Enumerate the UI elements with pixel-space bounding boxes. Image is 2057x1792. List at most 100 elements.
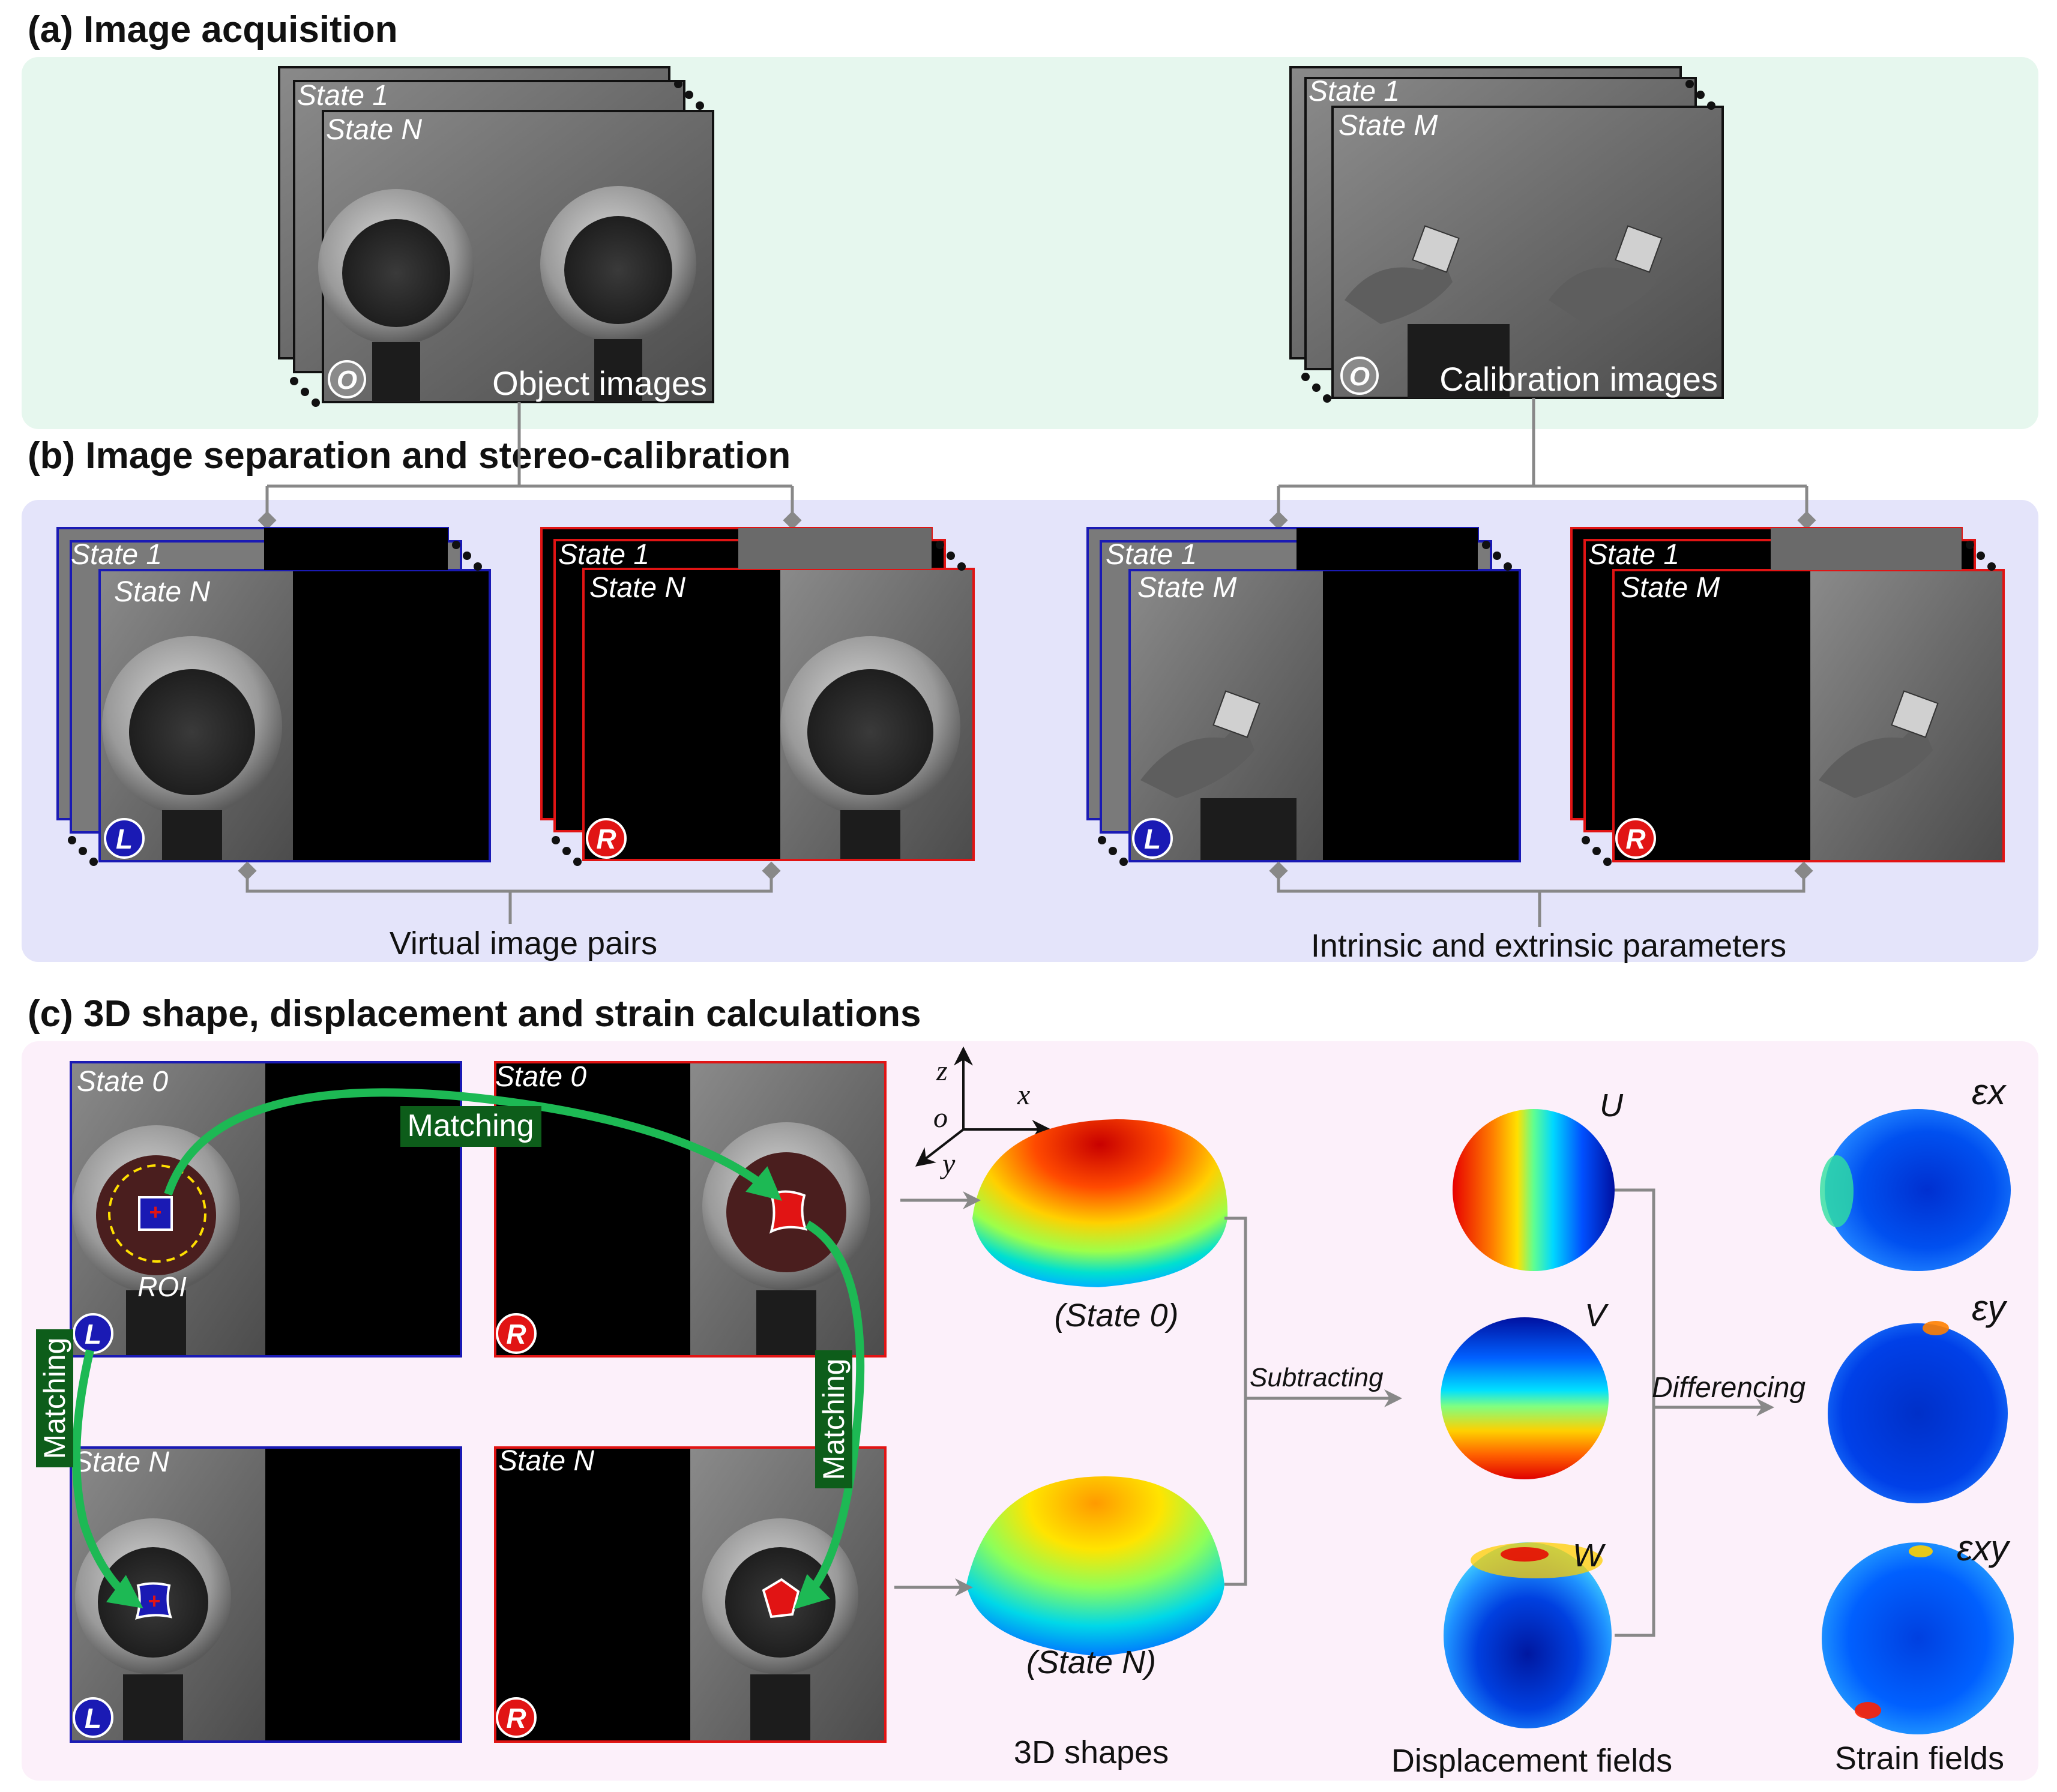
o-badge-letter: O — [1349, 362, 1370, 391]
state-n-label: State N — [73, 1446, 169, 1478]
strain-field-exy — [1822, 1542, 2014, 1734]
o-badge — [1340, 356, 1379, 395]
state-n-label: State N — [498, 1445, 594, 1477]
matching-text: Matching — [38, 1338, 71, 1460]
displacement-field-v — [1441, 1317, 1609, 1479]
l-badge — [73, 1697, 113, 1738]
axis-y-label: y — [939, 1148, 956, 1180]
r-badge — [586, 818, 627, 859]
strain-exy-label: εxy — [1957, 1528, 2011, 1568]
field-w-label: W — [1573, 1538, 1606, 1574]
svg-text:+: + — [148, 1589, 160, 1613]
state-n-label: State N — [326, 114, 422, 146]
field-v-label: V — [1585, 1297, 1609, 1333]
matching-label-right: Matching — [815, 1350, 852, 1488]
r-badge-letter: R — [1625, 823, 1645, 855]
roi-circle — [108, 1164, 206, 1263]
state-1-label: State 1 — [1588, 539, 1679, 571]
state-m-label: State M — [1137, 572, 1236, 604]
object-image-stack: State 1 State N O Object images — [278, 66, 714, 407]
field-u-label: U — [1600, 1087, 1624, 1123]
shape-state-0 — [972, 1119, 1228, 1287]
o-badge — [328, 360, 366, 398]
state-m-label: State M — [1339, 110, 1438, 142]
strain-field-ey — [1828, 1321, 2008, 1503]
object-images-label: Object images — [492, 364, 707, 402]
r-badge — [496, 1313, 537, 1354]
strain-fields-label: Strain fields — [1835, 1740, 2004, 1776]
roi-subset — [138, 1196, 173, 1231]
connector-virtual-pairs — [245, 870, 773, 924]
r-badge — [496, 1697, 537, 1738]
r-badge-letter: R — [596, 823, 616, 855]
state-1-label: State 1 — [1309, 76, 1400, 107]
matching-arrow-right-temporal — [794, 1220, 865, 1610]
l-badge-letter: L — [85, 1318, 101, 1350]
stack-dots — [1301, 80, 1715, 403]
strain-ex-label: εx — [1972, 1072, 2007, 1112]
matching-arrow-left-temporal — [72, 1349, 143, 1608]
arrows-to-shapes — [894, 1191, 981, 1596]
matching-text: Matching — [817, 1359, 851, 1481]
o-badge-letter: O — [337, 365, 357, 395]
matching-label-top: Matching — [400, 1106, 541, 1147]
subtracting-label: Subtracting — [1250, 1363, 1384, 1392]
displacement-field-u — [1453, 1109, 1615, 1271]
displacement-fields-label: Displacement fields — [1391, 1743, 1672, 1779]
calibration-images-label: Calibration images — [1439, 360, 1718, 398]
hand-with-target-right — [1549, 225, 1663, 324]
connector-differencing — [1615, 1188, 1774, 1637]
calibration-image-stack: State 1 State M O Calibration images — [1289, 66, 1724, 403]
section-b-title: (b) Image separation and stereo-calibrat… — [28, 435, 791, 477]
panel-b-background — [22, 500, 2038, 962]
left-state-0-image: + State 0 ROI L — [70, 1061, 462, 1358]
differencing-label: Differencing — [1652, 1372, 1806, 1404]
state-0-label: State 0 — [495, 1061, 586, 1093]
axis-z-label: z — [936, 1055, 948, 1087]
matching-text: Matching — [408, 1108, 534, 1143]
left-calibration-stack: State 1 State M L — [1086, 527, 1521, 866]
virtual-image-pairs-label: Virtual image pairs — [390, 925, 657, 961]
state-1-label: State 1 — [1106, 539, 1197, 571]
hand-with-target-left — [1345, 225, 1460, 324]
connector-object-split — [265, 402, 794, 522]
section-c-title: (c) 3D shape, displacement and strain ca… — [28, 993, 921, 1035]
state-1-label: State 1 — [297, 80, 388, 112]
intrinsic-extrinsic-params-label: Intrinsic and extrinsic parameters — [1311, 928, 1786, 964]
right-object-stack: State 1 State N R — [540, 527, 975, 866]
matching-arrows — [72, 1088, 865, 1610]
state-n-label: State N — [589, 572, 685, 604]
r-badge-letter: R — [506, 1703, 526, 1734]
matching-arrow-stereo — [164, 1088, 782, 1201]
r-badge-letter: R — [506, 1318, 526, 1350]
bulb-right — [540, 186, 696, 402]
l-badge-letter: L — [85, 1703, 101, 1734]
left-object-stack: State 1 State N L — [56, 527, 491, 866]
roi-label: ROI — [137, 1271, 187, 1302]
strain-field-ex — [1820, 1109, 2011, 1271]
state-0-shape-label: (State 0) — [1054, 1297, 1178, 1333]
right-calibration-stack: State 1 State M R — [1570, 527, 2005, 866]
connector-params — [1277, 870, 1806, 927]
svg-text:+: + — [149, 1200, 161, 1224]
right-state-n-image: State N R — [494, 1445, 887, 1743]
state-1-label: State 1 — [558, 539, 649, 571]
displacement-field-w — [1444, 1542, 1612, 1728]
calibration-image — [1331, 106, 1724, 399]
state-n-label: State N — [114, 576, 210, 608]
shape-state-n — [966, 1476, 1224, 1656]
state-0-label: State 0 — [77, 1066, 168, 1098]
state-n-shape-label: (State N) — [1026, 1644, 1156, 1680]
connector-subtracting — [1224, 1216, 1402, 1586]
strain-ey-label: εy — [1972, 1288, 2008, 1328]
l-badge — [104, 818, 145, 859]
stack-dots — [290, 80, 704, 407]
l-badge-letter: L — [1144, 823, 1161, 855]
l-badge-letter: L — [116, 823, 133, 855]
l-badge — [1132, 818, 1173, 859]
section-a-title: (a) Image acquisition — [28, 9, 398, 50]
matching-label-left: Matching — [36, 1329, 73, 1467]
3d-shapes-label: 3D shapes — [1014, 1734, 1169, 1770]
axis-x-label: x — [1017, 1079, 1030, 1111]
